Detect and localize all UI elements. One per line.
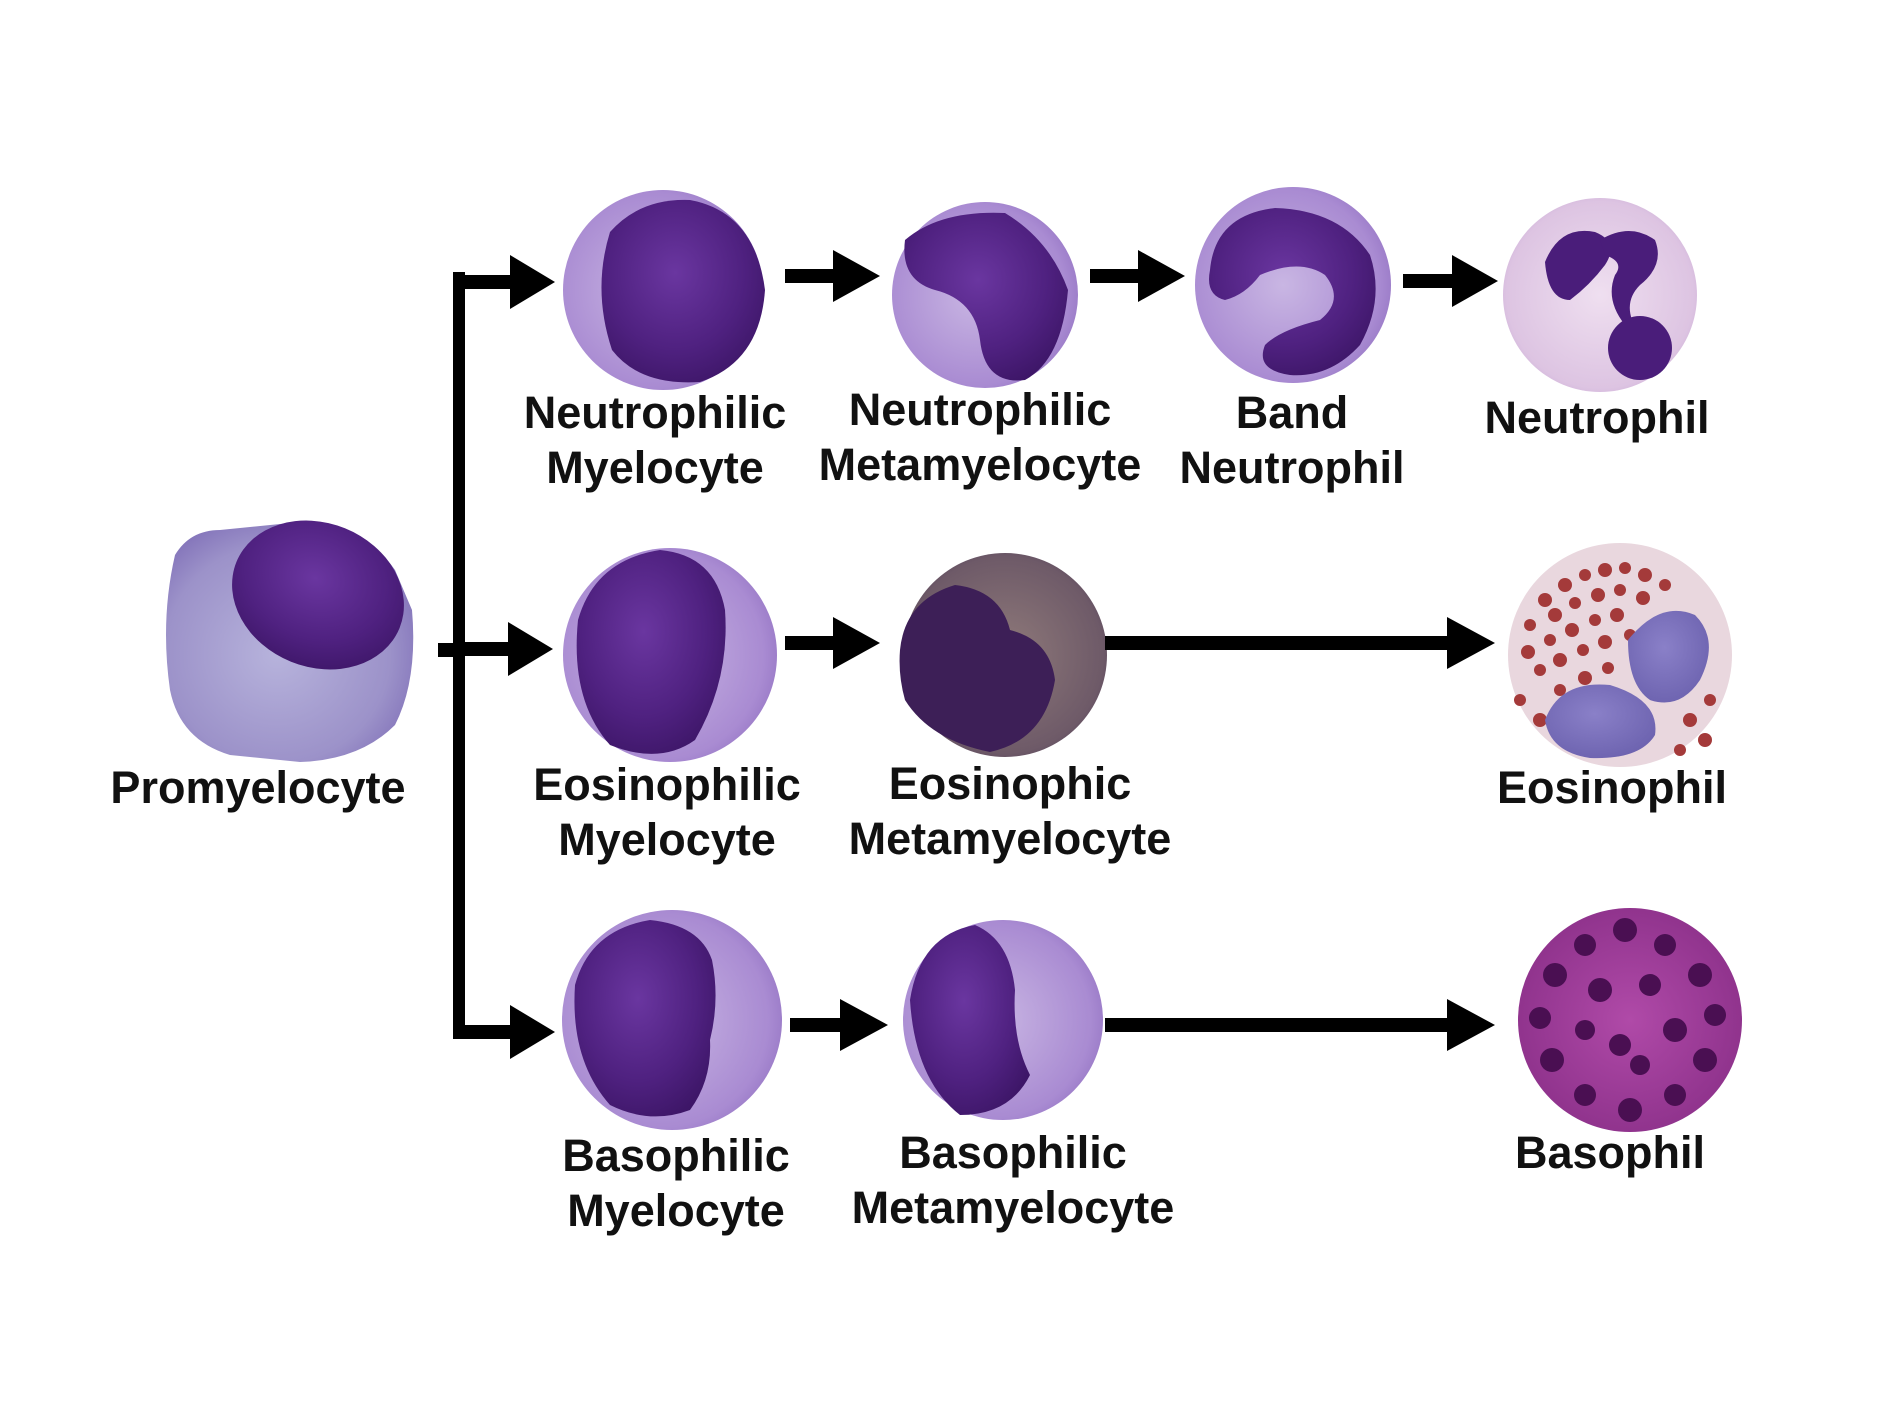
eosinophic-metamyelocyte-label: Eosinophic Metamyelocyte <box>849 756 1172 866</box>
basophil-cell-icon <box>1518 908 1742 1132</box>
eosinophilic-myelocyte-cell-icon <box>563 548 777 762</box>
band-neutrophil-label-line-2: Neutrophil <box>1179 442 1405 493</box>
eosinophilic-myelocyte-label-line-2: Myelocyte <box>558 814 776 865</box>
eosinophic-metamyelocyte-label-line-2: Metamyelocyte <box>848 813 1172 864</box>
basophilic-myelocyte-cell-icon <box>562 910 782 1130</box>
basophilic-metamyelocyte-label: Basophilic Metamyelocyte <box>852 1125 1175 1235</box>
neutrophilic-metamyelocyte-label-line-2: Metamyelocyte <box>818 439 1142 490</box>
arrow-to-eosinophil <box>1105 617 1495 669</box>
eosinophil-label: Eosinophil <box>1497 760 1727 815</box>
neutrophilic-myelocyte-cell-icon <box>563 190 765 390</box>
arrow-to-neutrophilic-metamyelocyte <box>785 250 880 302</box>
promyelocyte-label-line-1: Promyelocyte <box>110 762 406 813</box>
arrow-to-eosinophilic-myelocyte <box>455 622 553 676</box>
basophilic-metamyelocyte-cell-icon <box>903 920 1103 1120</box>
eosinophic-metamyelocyte-cell-icon <box>899 553 1107 757</box>
basophilic-metamyelocyte-label-line-1: Basophilic <box>899 1127 1127 1178</box>
neutrophilic-myelocyte-label-line-2: Myelocyte <box>546 442 764 493</box>
basophilic-metamyelocyte-label-line-2: Metamyelocyte <box>851 1182 1175 1233</box>
basophil-label-line-1: Basophil <box>1514 1127 1706 1178</box>
arrow-to-eosinophic-metamyelocyte <box>785 617 880 669</box>
neutrophilic-metamyelocyte-label-line-1: Neutrophilic <box>848 384 1112 435</box>
arrow-to-basophilic-metamyelocyte <box>790 999 888 1051</box>
neutrophilic-metamyelocyte-label: Neutrophilic Metamyelocyte <box>819 382 1142 492</box>
eosinophic-metamyelocyte-label-line-1: Eosinophic <box>888 758 1132 809</box>
eosinophilic-myelocyte-label: Eosinophilic Myelocyte <box>533 757 801 867</box>
basophilic-myelocyte-label-line-2: Myelocyte <box>567 1185 785 1236</box>
arrow-to-basophilic-myelocyte <box>453 1005 555 1059</box>
arrow-to-basophil <box>1105 999 1495 1051</box>
band-neutrophil-label: Band Neutrophil <box>1180 385 1405 495</box>
eosinophil-label-line-1: Eosinophil <box>1497 762 1727 813</box>
promyelocyte-label: Promyelocyte <box>110 760 405 815</box>
basophil-label: Basophil <box>1515 1125 1705 1180</box>
basophilic-myelocyte-label-line-1: Basophilic <box>562 1130 790 1181</box>
basophilic-myelocyte-label: Basophilic Myelocyte <box>562 1128 790 1238</box>
band-neutrophil-label-line-1: Band <box>1235 387 1349 438</box>
eosinophil-cell-icon <box>1508 543 1732 767</box>
band-neutrophil-cell-icon <box>1195 187 1391 383</box>
neutrophilic-myelocyte-label-line-1: Neutrophilic <box>523 387 787 438</box>
neutrophil-cell-icon <box>1503 198 1697 392</box>
neutrophilic-metamyelocyte-cell-icon <box>892 202 1078 388</box>
eosinophilic-myelocyte-label-line-1: Eosinophilic <box>533 759 801 810</box>
promyelocyte-cell-icon <box>166 520 414 762</box>
arrow-to-neutrophil <box>1403 255 1498 307</box>
neutrophilic-myelocyte-label: Neutrophilic Myelocyte <box>524 385 787 495</box>
arrow-to-neutrophilic-myelocyte <box>453 255 555 309</box>
neutrophil-label-line-1: Neutrophil <box>1484 392 1710 443</box>
arrow-to-band-neutrophil <box>1090 250 1185 302</box>
neutrophil-label: Neutrophil <box>1485 390 1710 445</box>
